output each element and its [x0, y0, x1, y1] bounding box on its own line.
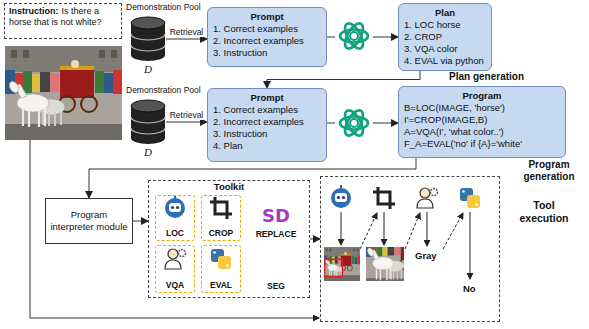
flow-arrow: [166, 39, 207, 40]
box-heading: Plan: [404, 7, 486, 19]
tool-item: LOC: [155, 195, 195, 241]
node-text: EVAL: [210, 280, 232, 290]
edge-label: Retrieval: [169, 27, 205, 37]
node-text: 4. Plan: [213, 140, 321, 152]
execution-panel: Tool execution: [320, 176, 500, 322]
tool-item: SEG: [247, 245, 305, 293]
crop-icon: [373, 187, 395, 209]
node-text: 2. Incorrect examples: [213, 35, 321, 47]
node-text: 3. Instruction: [213, 128, 321, 140]
stage-label: Program generation: [513, 159, 585, 183]
database-cylinder: Demonstration PoolD: [130, 16, 166, 62]
node-text: 3. VQA color: [404, 43, 486, 55]
node-text: 1. Correct examples: [213, 23, 321, 35]
box-heading: Prompt: [213, 92, 321, 104]
node-text: B=LOC(IMAGE, 'horse'): [404, 102, 560, 114]
node-text: SEG: [267, 281, 285, 291]
node-text: CROP: [209, 228, 234, 238]
node-text: 3. Instruction: [213, 47, 321, 59]
box-heading: Program: [404, 90, 560, 102]
loc-icon: [165, 195, 185, 218]
tool-logo: SD: [262, 205, 290, 226]
node-text: 2. Incorrect examples: [213, 116, 321, 128]
llm-logo: [335, 104, 373, 142]
box-heading: Prompt: [213, 11, 321, 23]
node-text: A=VQA(I', 'what color..'): [404, 126, 560, 138]
store-symbol: D: [130, 63, 166, 75]
python-icon: [211, 249, 231, 269]
flow-arrow: [89, 158, 416, 198]
node-text: 1. Correct examples: [213, 104, 321, 116]
program-box: ProgramB=LOC(IMAGE, 'horse')I'=CROP(IMAG…: [398, 86, 566, 158]
node-text: 1. LOC horse: [404, 19, 486, 31]
flow-arrow: [133, 221, 148, 222]
python-icon: [460, 188, 480, 208]
node-text: Program interpreter module: [50, 209, 128, 233]
tool-item: VQA: [155, 245, 195, 293]
tool-item: SD REPLACE: [247, 195, 305, 241]
output-value: No: [462, 283, 477, 294]
loc-icon: [331, 185, 351, 208]
thumbnail: [365, 223, 442, 290]
tool-item: CROP: [201, 195, 241, 241]
instruction-box: Instruction:Is there a horse that is not…: [4, 3, 122, 39]
tool-item: EVAL: [201, 245, 241, 293]
node-text: Instruction:: [9, 6, 59, 16]
llm-logo: [335, 17, 373, 55]
stage-label: Plan generation: [449, 71, 524, 83]
image-feed-line: [30, 140, 319, 318]
output-value: Gray: [414, 250, 438, 261]
node-text: REPLACE: [256, 229, 297, 239]
node-text: LOC: [166, 228, 184, 238]
toolkit-panel: ToolkitLOC CROP SD REPLACE VQA EVAL SEG: [148, 180, 310, 298]
store-name: Demonstration Pool: [126, 2, 201, 13]
execution-arrows: [341, 212, 470, 279]
stage-label: Tool execution: [511, 199, 577, 225]
crop-icon: [210, 197, 232, 219]
edge-label: Retrieval: [169, 110, 205, 120]
flow-arrow: [267, 71, 420, 88]
cylinder-outline: [130, 99, 166, 145]
vqa-icon: [417, 188, 438, 208]
thumbnail: [324, 247, 360, 281]
plan-box: Plan1. LOC horse2. CROP3. VQA color4. EV…: [398, 3, 492, 71]
database-cylinder: Demonstration PoolD: [130, 99, 166, 145]
vqa-icon: [165, 249, 186, 269]
flow-arrow: [310, 239, 320, 240]
prompt-box: Prompt1. Correct examples2. Incorrect ex…: [207, 88, 327, 162]
store-name: Demonstration Pool: [126, 85, 201, 96]
node-text: 4. EVAL via python: [404, 55, 486, 67]
store-symbol: D: [130, 146, 166, 158]
panel-title: Toolkit: [149, 181, 309, 193]
node-text: VQA: [166, 280, 184, 290]
prompt-box: Prompt1. Correct examples2. Incorrect ex…: [207, 7, 327, 67]
flow-arrow: [166, 122, 207, 123]
interpreter-box: Program interpreter module: [45, 198, 133, 244]
node-text: 2. CROP: [404, 31, 486, 43]
node-text: I'=CROP(IMAGE,B): [404, 114, 560, 126]
input-photo: [5, 46, 122, 140]
cylinder-outline: [130, 16, 166, 62]
node-text: F_A=EVAL('no' if {A}='white': [404, 138, 560, 150]
